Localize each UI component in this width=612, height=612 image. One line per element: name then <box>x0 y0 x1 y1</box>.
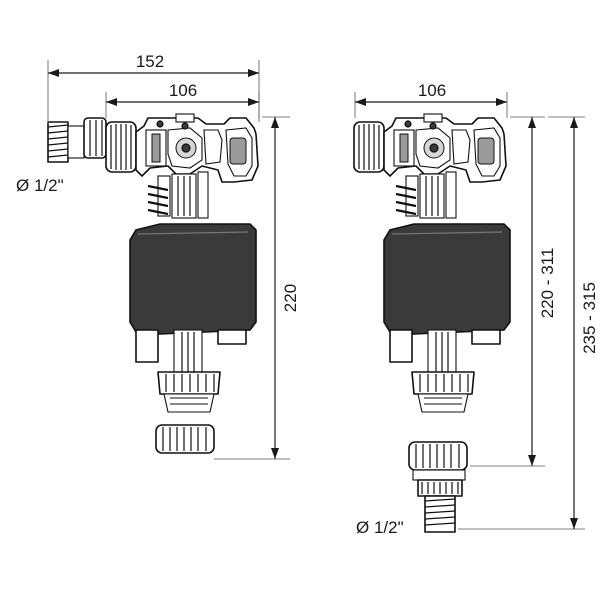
height-left-label: 220 <box>281 284 300 312</box>
right-view: 106 220 - 311 235 - 315 Ø 1/2" <box>354 81 599 537</box>
left-inlet-fitting <box>47 117 107 163</box>
body-width-right-label: 106 <box>418 81 446 100</box>
right-float <box>383 223 511 413</box>
inlet-diameter-left-label: Ø 1/2" <box>16 176 64 195</box>
left-view: 152 106 220 Ø 1/2" <box>16 52 300 460</box>
body-width-left-label: 106 <box>169 81 197 100</box>
dim-total-height-right: 235 - 315 <box>458 116 599 530</box>
left-valve-head <box>106 114 258 218</box>
left-float <box>129 223 257 413</box>
dim-body-width-left: 106 <box>105 81 260 118</box>
right-bottom-nut <box>408 441 468 471</box>
overall-width-label: 152 <box>136 52 164 71</box>
right-valve-head <box>354 114 506 218</box>
inlet-diameter-right-label: Ø 1/2" <box>356 518 404 537</box>
total-height-range-label: 235 - 315 <box>580 282 599 354</box>
dim-overall-width: 152 <box>47 52 260 124</box>
left-bottom-nut <box>155 424 215 454</box>
height-range-label: 220 - 311 <box>538 248 557 319</box>
dim-height-right: 220 - 311 <box>470 116 557 467</box>
dim-body-width-right: 106 <box>354 81 508 118</box>
right-inlet-fitting <box>412 469 466 533</box>
dim-height-left: 220 <box>214 116 300 460</box>
